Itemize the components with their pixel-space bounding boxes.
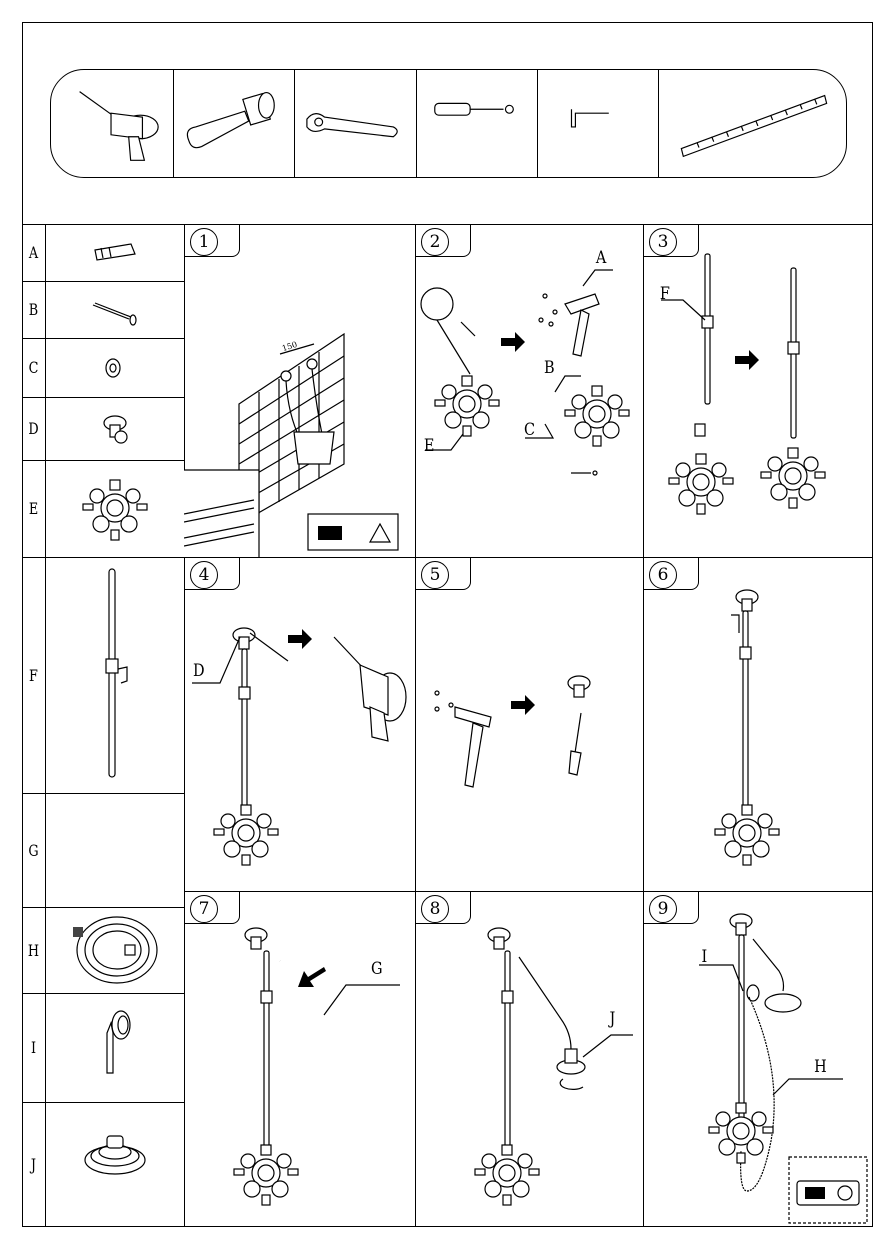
riser-rail-icon bbox=[45, 557, 184, 793]
step-number: 6 bbox=[649, 561, 677, 589]
part-label-j: J bbox=[30, 1155, 37, 1174]
callout-d: D bbox=[193, 661, 205, 681]
step-number: 9 bbox=[649, 895, 677, 923]
callout-c: C bbox=[523, 420, 536, 440]
shower-hose-icon bbox=[45, 907, 184, 993]
part-label-f: F bbox=[29, 665, 38, 685]
adjustable-wrench-icon bbox=[294, 70, 417, 177]
step-number: 3 bbox=[649, 228, 677, 256]
part-label-h: H bbox=[27, 940, 40, 960]
callout-e: E bbox=[423, 436, 435, 456]
shower-arm-icon bbox=[45, 793, 184, 907]
part-label-e: E bbox=[28, 499, 39, 518]
step-4-panel: 4 D bbox=[184, 557, 415, 891]
washer-icon bbox=[45, 338, 184, 397]
tools-required-bar bbox=[50, 69, 847, 178]
step-1-panel: 1 150 bbox=[184, 224, 415, 557]
part-label-b: B bbox=[28, 300, 39, 319]
thermostatic-valve-icon bbox=[45, 460, 184, 557]
hand-shower-icon bbox=[45, 993, 184, 1102]
part-label-i: I bbox=[30, 1038, 37, 1057]
step-number: 4 bbox=[190, 561, 218, 589]
callout-i: I bbox=[701, 947, 708, 967]
callout-a: A bbox=[595, 248, 607, 268]
step-number: 2 bbox=[421, 228, 449, 256]
step-number: 8 bbox=[421, 895, 449, 923]
screw-icon bbox=[45, 281, 184, 338]
step-number: 7 bbox=[190, 895, 218, 923]
step-6-panel: 6 bbox=[643, 557, 872, 891]
wall-bracket-icon bbox=[45, 397, 184, 460]
step-8-panel: 8 J bbox=[415, 891, 643, 1226]
part-label-a: A bbox=[28, 243, 39, 262]
part-label-d: D bbox=[28, 419, 39, 438]
drill-icon bbox=[51, 70, 174, 177]
step-7-panel: 7 G bbox=[184, 891, 415, 1226]
callout-b: B bbox=[543, 358, 555, 378]
ruler-icon bbox=[658, 70, 846, 177]
callout-f: F bbox=[659, 284, 670, 304]
allen-key-icon bbox=[537, 70, 659, 177]
callout-j: J bbox=[609, 1009, 616, 1029]
step-9-panel: 9 I H bbox=[643, 891, 872, 1226]
part-label-c: C bbox=[28, 358, 39, 377]
step-5-panel: 5 bbox=[415, 557, 643, 891]
instruction-sheet-frame bbox=[22, 22, 873, 1227]
callout-h: H bbox=[814, 1057, 827, 1077]
screwdriver-icon bbox=[416, 70, 538, 177]
part-label-g: G bbox=[28, 840, 39, 860]
mallet-icon bbox=[173, 70, 295, 177]
shower-head-icon bbox=[45, 1102, 184, 1227]
step-3-panel: 3 F bbox=[643, 224, 872, 557]
step-2-panel: 2 A B C E bbox=[415, 224, 643, 557]
wall-plug-icon bbox=[45, 224, 184, 281]
step-number: 1 bbox=[190, 228, 218, 256]
callout-g: G bbox=[371, 959, 383, 979]
step-number: 5 bbox=[421, 561, 449, 589]
